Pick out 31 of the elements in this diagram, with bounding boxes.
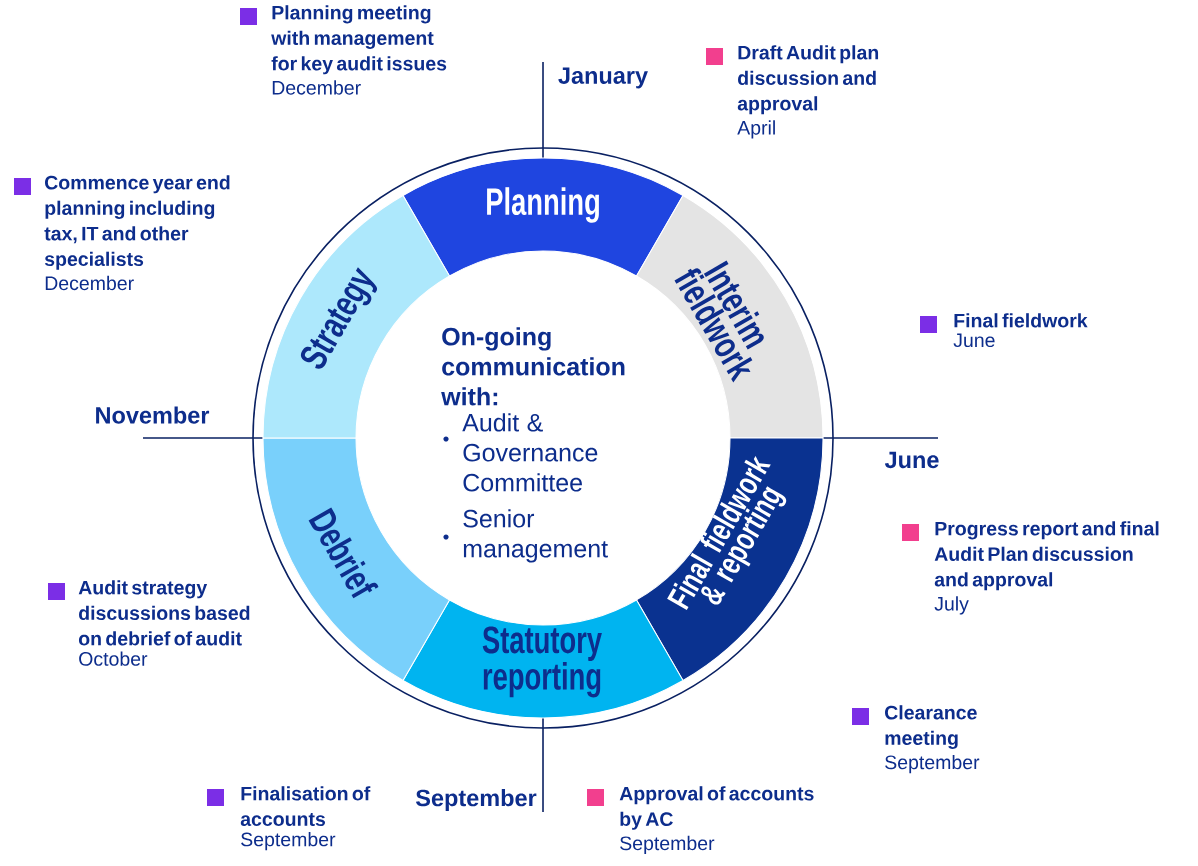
node-label: Progress report and final Audit Plan discussion and approval: [934, 521, 1159, 591]
node-label: Planning meeting with management for key audit issues: [271, 5, 447, 75]
callout: Approval of accounts by AC September: [587, 786, 814, 855]
callout: Progress report and final Audit Plan discussion and approval July: [902, 521, 1159, 615]
callout: Planning meeting with management for key audit issues December: [240, 5, 447, 95]
callout: Audit strategy discussions based on debrief of audit October: [48, 580, 250, 666]
node-label: Approval of accounts by AC: [619, 786, 814, 830]
node-label: Finalisation of accounts: [240, 786, 371, 827]
node-label: December: [272, 80, 361, 95]
node-label: Draft Audit plan discussion and approval: [737, 45, 879, 115]
node-label: June: [953, 333, 995, 348]
month-label: June: [884, 451, 939, 469]
node-label: April: [737, 120, 775, 139]
callout: Clearance meeting September: [852, 705, 980, 774]
node-label: September: [241, 832, 336, 851]
callout: Final fieldwork June: [920, 313, 1088, 348]
node-label: Commence year end planning including tax, IT and other specialists: [44, 175, 230, 270]
callout: Finalisation of accounts September: [207, 786, 371, 851]
node-label: December: [45, 275, 134, 291]
month-label: September: [415, 789, 537, 811]
node-label: Audit strategy discussions based on debrief of audit: [78, 580, 250, 646]
node-label: July: [934, 596, 969, 615]
node-label: September: [885, 754, 980, 774]
callout: Draft Audit plan discussion and approval April: [706, 45, 879, 139]
node-label: October: [79, 651, 148, 666]
month-label: January: [558, 67, 648, 89]
node-label: Clearance meeting: [885, 705, 977, 749]
month-label: November: [96, 406, 210, 424]
node-label: Final fieldwork: [954, 313, 1088, 328]
node-label: September: [620, 835, 715, 855]
callout: Commence year end planning including tax, IT and other specialists December: [14, 175, 230, 291]
